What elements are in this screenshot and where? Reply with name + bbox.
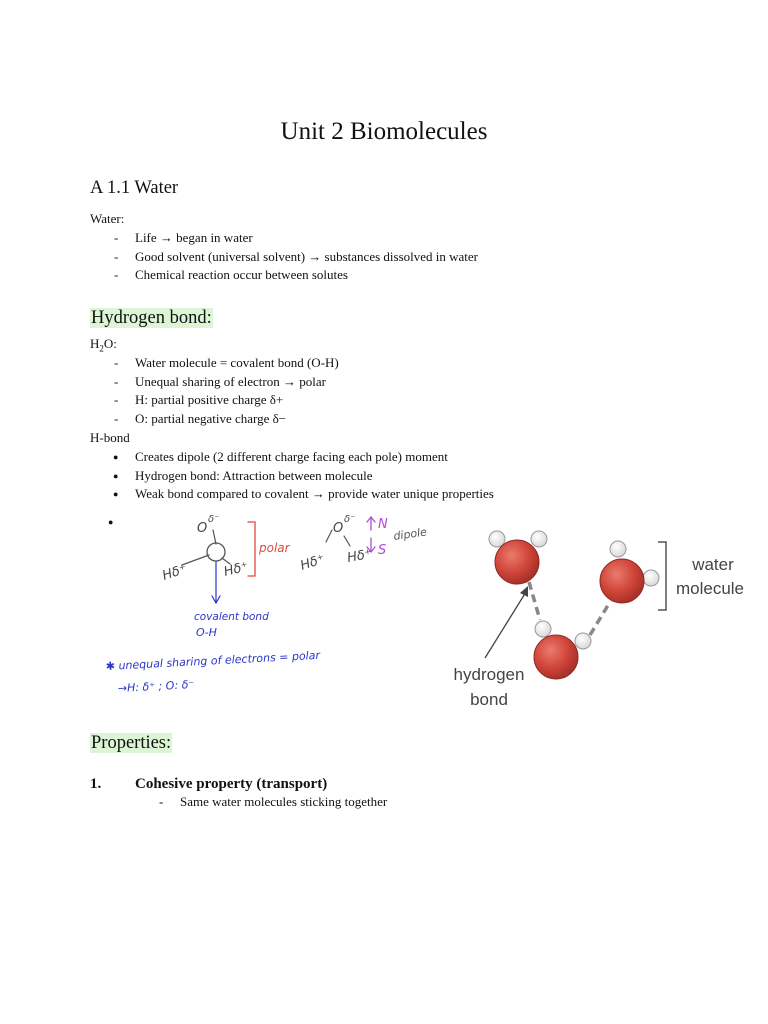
h-bond-label: H-bond: [90, 430, 130, 445]
hydrogen-bond-line: [588, 601, 612, 636]
handwritten-note-image: O δ⁻ Hδ⁺ Hδ⁺ O δ⁻ Hδ⁺ Hδ⁺ polar N S dipo…: [105, 514, 428, 695]
page-title: Unit 2 Biomolecules: [280, 118, 488, 145]
polar-bracket: [247, 521, 256, 577]
note-polar: polar: [258, 541, 291, 555]
note-delta-minus-2: δ⁻: [344, 514, 355, 525]
note-oh: O-H: [196, 626, 217, 639]
arrow-line: [484, 591, 527, 659]
label-molecule: molecule: [676, 579, 744, 598]
oxygen-atom: [599, 558, 645, 604]
hydrogen-atom: [534, 620, 552, 638]
section-heading-properties: Properties:: [90, 733, 173, 754]
section-heading-hydrogen-bond: Hydrogen bond:: [90, 308, 213, 329]
h-bond-list: Creates dipole (2 different charge facin…: [90, 448, 494, 504]
arrow-head: [520, 586, 528, 597]
note-o: O: [197, 521, 207, 536]
hydrogen-atom: [642, 569, 660, 587]
h2o-list: Water molecule = covalent bond (O-H) Une…: [90, 354, 339, 428]
highlighted-heading: Properties:: [90, 733, 173, 753]
oxygen-atom: [494, 539, 540, 585]
empty-bullet: ●: [108, 517, 114, 527]
list-item: Creates dipole (2 different charge facin…: [90, 448, 494, 467]
molecule-bracket: [658, 541, 667, 611]
note-h-right: Hδ⁺: [222, 559, 249, 580]
note-h2-right: Hδ⁺: [346, 547, 373, 566]
list-item: Unequal sharing of electron → polar: [90, 373, 339, 392]
water-label: Water:: [90, 211, 125, 226]
list-item: Hydrogen bond: Attraction between molecu…: [90, 467, 494, 486]
list-item: Water molecule = covalent bond (O-H): [90, 354, 339, 373]
oxygen-atom: [533, 634, 579, 680]
list-item: Good solvent (universal solvent) → subst…: [90, 248, 478, 267]
note-covalent-bond: covalent bond: [194, 611, 269, 623]
note-h2-left: Hδ⁺: [299, 552, 327, 574]
note-footnote-1: ✱ unequal sharing of electrons = polar: [105, 649, 321, 673]
label-hydrogen: hydrogen: [454, 665, 525, 684]
hydrogen-atom: [609, 540, 627, 558]
note-o-2: O: [333, 521, 343, 536]
label-bond: bond: [470, 690, 508, 709]
section-heading-water: A 1.1 Water: [90, 178, 179, 198]
list-item: Life → began in water: [90, 229, 478, 248]
list-item: Weak bond compared to covalent → provide…: [90, 485, 494, 504]
note-n: N: [378, 517, 388, 532]
note-delta-minus: δ⁻: [208, 514, 219, 525]
highlighted-heading: Hydrogen bond:: [90, 308, 213, 328]
list-item: O: partial negative charge δ−: [90, 410, 339, 429]
cohesive-list: Same water molecules sticking together: [135, 793, 387, 812]
label-water: water: [691, 555, 734, 574]
hydrogen-atom: [488, 530, 506, 548]
hydrogen-atom: [530, 530, 548, 548]
note-dipole: dipole: [393, 525, 428, 543]
h2o-label: H2O:: [90, 336, 117, 354]
list-item: Same water molecules sticking together: [135, 793, 387, 812]
note-h-left: Hδ⁺: [161, 562, 189, 584]
water-molecule-diagram: water molecule hydrogen bond: [454, 530, 744, 709]
numbered-item-title: 1.Cohesive property (transport): [90, 776, 328, 792]
note-s: S: [378, 543, 386, 558]
water-list: Life → began in water Good solvent (univ…: [90, 229, 478, 285]
list-item: Chemical reaction occur between solutes: [90, 266, 478, 285]
hydrogen-atom: [574, 632, 592, 650]
note-footnote-2: →H: δ⁺ ; O: δ⁻: [117, 678, 194, 695]
list-item: H: partial positive charge δ+: [90, 391, 339, 410]
hydrogen-bond-line: [527, 581, 542, 621]
